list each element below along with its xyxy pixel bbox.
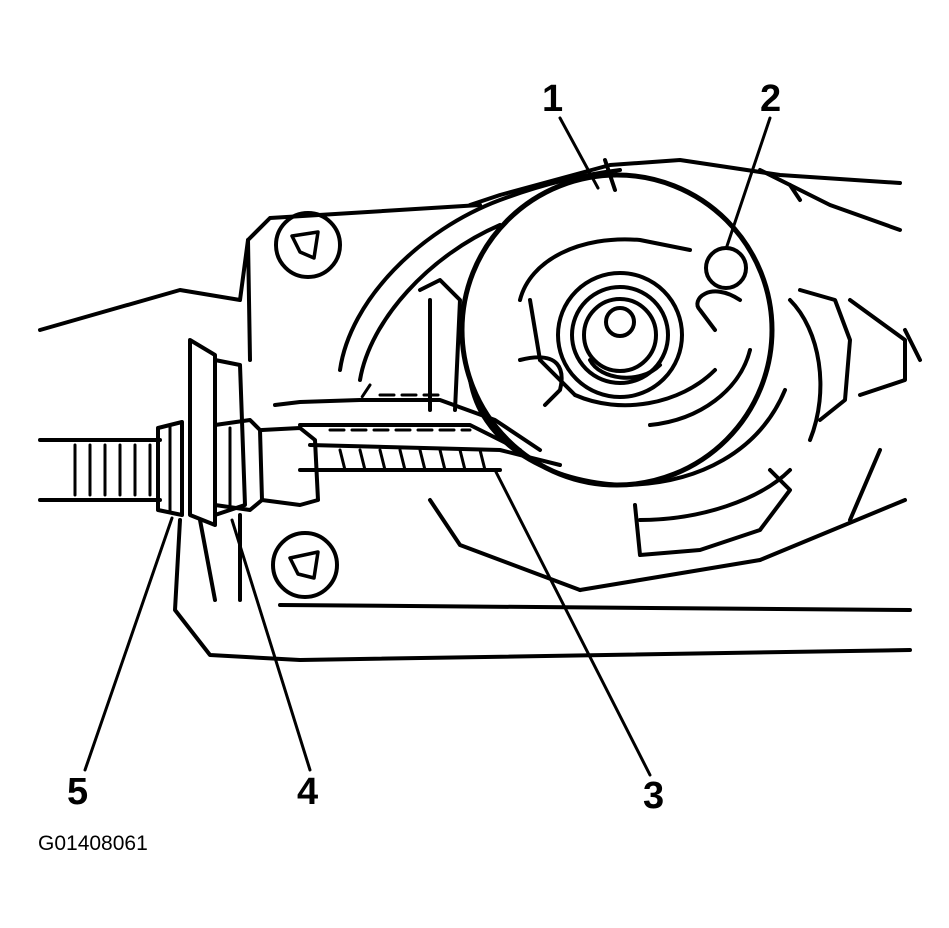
pin (704, 246, 748, 290)
leader-line-1 (558, 116, 600, 190)
gear-hub (556, 271, 684, 399)
threaded-rod (38, 438, 162, 502)
leader-line-4 (230, 518, 312, 772)
callout-5: 5 (67, 771, 89, 813)
leader-line-3 (493, 468, 652, 777)
leader-lines (83, 116, 772, 777)
gear-housing (338, 158, 852, 557)
housing-outline (38, 158, 922, 662)
callout-2: 2 (760, 78, 782, 120)
callout-1: 1 (542, 78, 564, 120)
bracket (188, 338, 247, 527)
leader-line-5 (83, 516, 174, 772)
callout-3: 3 (643, 775, 665, 817)
callout-4: 4 (297, 771, 319, 813)
gear-wheel (459, 172, 787, 488)
mounting-screw-lower (271, 531, 339, 599)
leader-line-2 (725, 116, 772, 248)
lock-nut (213, 418, 320, 512)
mounting-screw-upper (274, 211, 342, 279)
outer-nut (156, 420, 184, 517)
figure-id: G01408061 (38, 832, 148, 855)
cable-sleeve (273, 383, 562, 472)
